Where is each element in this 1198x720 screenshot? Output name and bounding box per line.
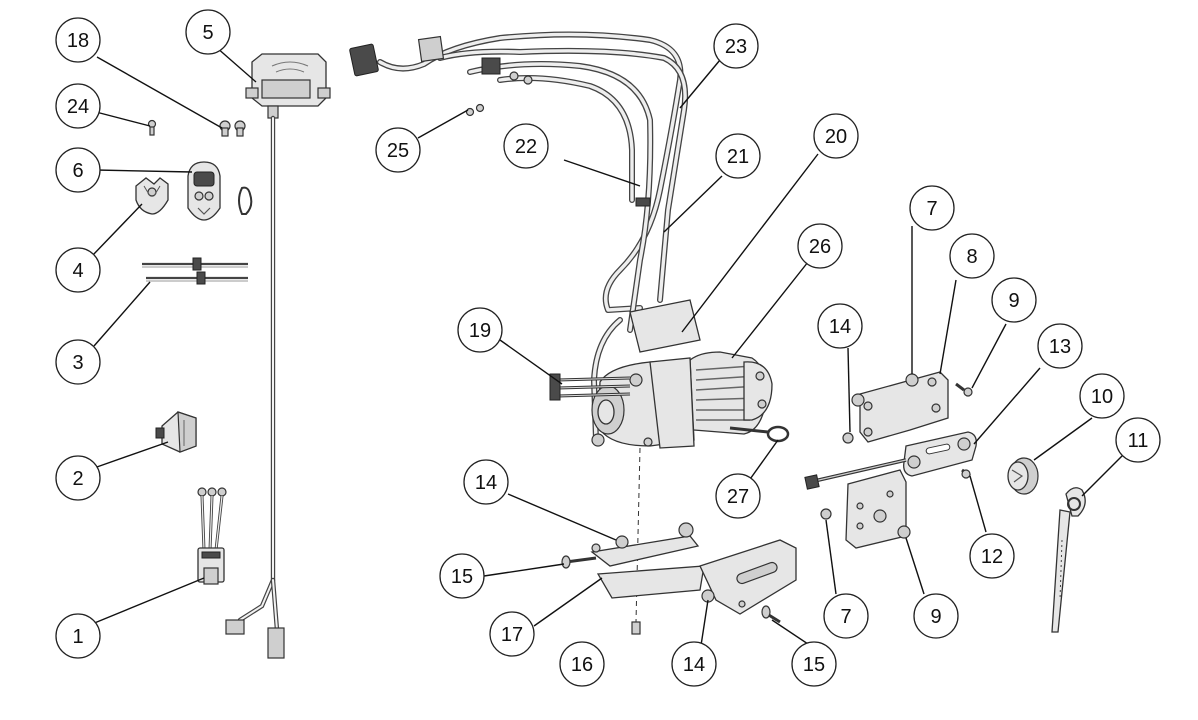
callout: 22 (503, 123, 549, 169)
callout-label: 5 (202, 22, 213, 44)
callout-label: 14 (683, 654, 705, 676)
callout-label: 25 (387, 140, 409, 162)
callout: 11 (1115, 417, 1161, 463)
lower-mounting-plate-part (561, 522, 797, 624)
callout: 9 (913, 593, 959, 639)
callout-label: 1 (72, 626, 83, 648)
callout: 14 (463, 459, 509, 505)
holster-clip-part (135, 177, 169, 215)
callout: 24 (55, 83, 101, 129)
callout-label: 13 (1049, 336, 1071, 358)
callout: 15 (439, 553, 485, 599)
callout: 25 (375, 127, 421, 173)
small-nuts-part (465, 103, 485, 117)
callout: 9 (991, 277, 1037, 323)
callout: 18 (55, 17, 101, 63)
callout: 14 (671, 641, 717, 687)
callout-label: 23 (725, 36, 747, 58)
leader-lines (91, 46, 1125, 653)
callout: 13 (1037, 323, 1083, 369)
callout-label: 17 (501, 624, 523, 646)
callout-label: 3 (72, 352, 83, 374)
carabiner-clip-part (238, 186, 253, 215)
small-bolt-part (631, 621, 641, 635)
callout-label: 27 (727, 486, 749, 508)
callout: 1 (55, 613, 101, 659)
callout: 27 (715, 473, 761, 519)
callout-label: 18 (67, 30, 89, 52)
callout-label: 6 (72, 160, 83, 182)
callout-label: 21 (727, 146, 749, 168)
bolt-pair-part (219, 120, 246, 137)
callout-label: 7 (840, 606, 851, 628)
callout: 21 (715, 133, 761, 179)
drum-knob-part (1007, 457, 1039, 495)
callout-label: 14 (829, 316, 851, 338)
callout-label: 2 (72, 468, 83, 490)
callout-label: 19 (469, 320, 491, 342)
right-bracket-assembly-part (804, 371, 977, 549)
callout: 2 (55, 455, 101, 501)
callout-label: 7 (926, 198, 937, 220)
callout: 23 (713, 23, 759, 69)
callout-label: 24 (67, 96, 89, 118)
hook-strap-part (1051, 487, 1086, 633)
callout: 12 (969, 533, 1015, 579)
callout-label: 11 (1128, 430, 1149, 452)
callout: 3 (55, 339, 101, 385)
callout: 7 (909, 185, 955, 231)
callout: 6 (55, 147, 101, 193)
callout: 16 (559, 641, 605, 687)
callout: 4 (55, 247, 101, 293)
callout: 26 (797, 223, 843, 269)
callout: 10 (1079, 373, 1125, 419)
callout-label: 8 (966, 246, 977, 268)
callout-label: 20 (825, 126, 847, 148)
callout: 8 (949, 233, 995, 279)
callout-label: 14 (475, 472, 497, 494)
callout-label: 22 (515, 136, 537, 158)
callout: 7 (823, 593, 869, 639)
remote-controller-part (187, 161, 221, 221)
callout-label: 4 (72, 260, 83, 282)
callout: 14 (817, 303, 863, 349)
callout: 17 (489, 611, 535, 657)
callout: 15 (791, 641, 837, 687)
callout-label: 16 (571, 654, 593, 676)
callout-label: 15 (451, 566, 473, 588)
callout: 19 (457, 307, 503, 353)
callout-label: 10 (1091, 386, 1113, 408)
callout-label: 12 (981, 546, 1003, 568)
control-box-part (225, 53, 331, 659)
screw-part (147, 119, 157, 136)
connector-pigtail-part (197, 487, 227, 585)
callout-label: 9 (930, 606, 941, 628)
callout-label: 9 (1008, 290, 1019, 312)
callout: 20 (813, 113, 859, 159)
wiring-harness-part (349, 31, 689, 443)
cable-ties-part (142, 257, 248, 285)
callout: 5 (185, 9, 231, 55)
rocker-switch-part (155, 411, 197, 453)
callout-label: 26 (809, 236, 831, 258)
callout-label: 15 (803, 654, 825, 676)
